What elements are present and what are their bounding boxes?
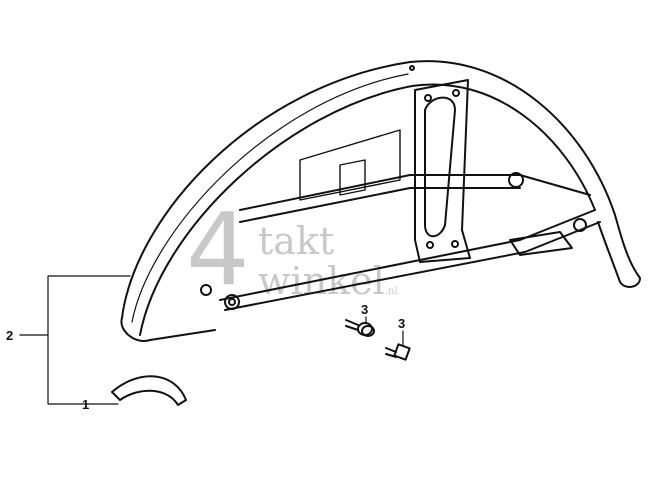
callout-3a: 3: [361, 302, 369, 317]
callout-3b: 3: [398, 316, 406, 331]
watermark-line2: winkel: [258, 259, 385, 303]
watermark-suffix: .nl: [384, 286, 398, 297]
watermark-line1: takt: [258, 219, 335, 263]
fender-inner-strip: [111, 375, 187, 406]
mount-bracket: [414, 79, 471, 263]
bolt-3b: [385, 343, 411, 361]
watermark-digit: 4: [186, 191, 250, 308]
callout-2: 2: [6, 328, 14, 343]
fender-stay: [219, 129, 601, 311]
leader-lines: [19, 275, 404, 405]
front-fender: [120, 60, 641, 342]
callout-1: 1: [82, 397, 90, 412]
watermark-line2-row: winkel.nl: [258, 262, 398, 300]
bolt-3a: [345, 319, 375, 337]
